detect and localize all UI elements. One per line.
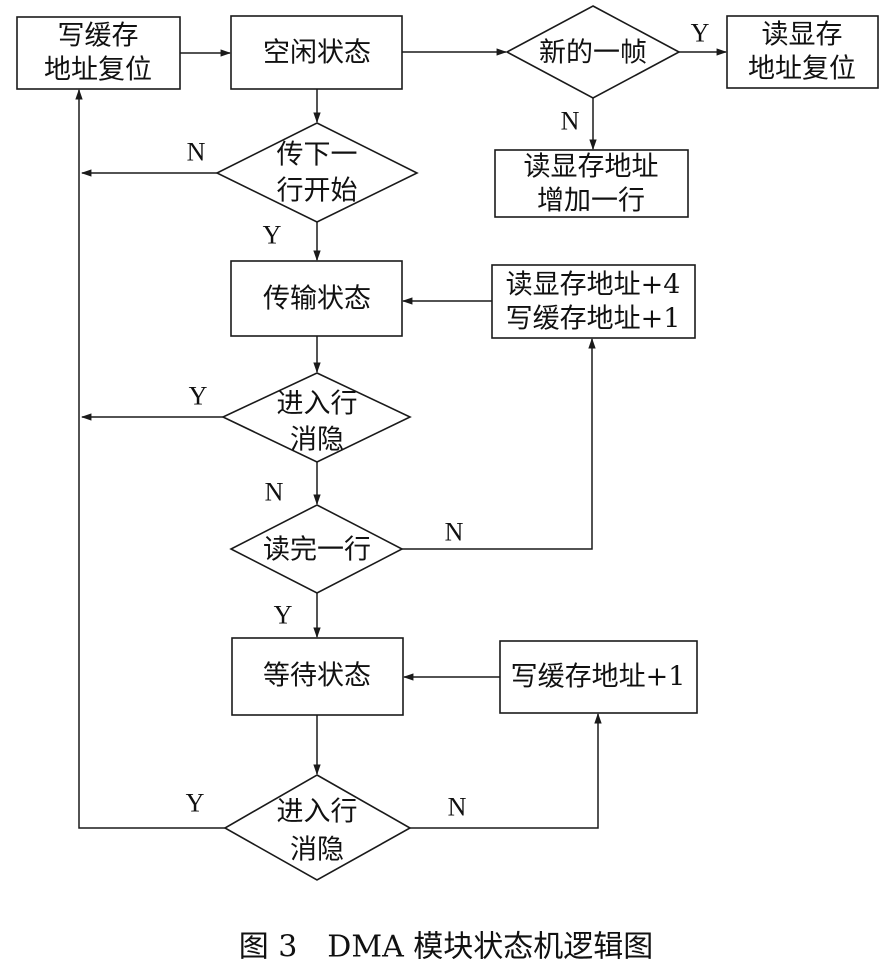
node-label: 消隐 (290, 835, 344, 866)
node-label: 写缓存地址+1 (506, 304, 681, 335)
node-label: 进入行 (277, 389, 358, 420)
node-write-buffer-increment: 写缓存地址+1 (499, 640, 698, 714)
node-label: 读显存 (762, 20, 843, 51)
node-next-line-start-decision: 传下一 行开始 (215, 122, 419, 223)
figure-caption: 图 3 DMA 模块状态机逻辑图 (239, 930, 654, 965)
node-idle-state: 空闲状态 (230, 15, 403, 90)
edge-label-no: N (265, 478, 284, 507)
edge-label-no: N (448, 793, 467, 822)
edge-label-yes: Y (274, 601, 293, 630)
node-label: 增加一行 (537, 186, 645, 217)
edge-label-yes: Y (189, 382, 208, 411)
node-hblank-decision-2: 进入行 消隐 (223, 774, 412, 881)
node-label: 地址复位 (44, 55, 152, 86)
edge-hblank2-yes-to-writereset (75, 88, 225, 829)
node-label: 传输状态 (263, 284, 371, 315)
node-label: 写缓存 (58, 21, 139, 52)
node-label: 消隐 (290, 425, 344, 456)
node-label: 地址复位 (748, 54, 856, 85)
node-address-increment: 读显存地址+4 写缓存地址+1 (491, 264, 696, 339)
edge-label-yes: Y (691, 19, 710, 48)
edge-hblank2-no-to-writebufinc (410, 712, 602, 829)
node-new-frame-decision: 新的一帧 (505, 5, 681, 99)
node-read-vram-next-line: 读显存地址 增加一行 (494, 149, 689, 218)
edge-label-yes: Y (263, 221, 282, 250)
node-label: 读显存地址 (524, 152, 659, 183)
node-label: 读完一行 (263, 535, 371, 566)
node-label: 进入行 (277, 797, 358, 828)
edge-labels: Y N N Y Y N N Y Y N (186, 19, 710, 822)
node-label: 空闲状态 (263, 38, 371, 69)
edge-label-no: N (561, 107, 580, 136)
node-label: 传下一 (277, 140, 358, 171)
node-label: 写缓存地址+1 (511, 662, 686, 693)
node-label: 等待状态 (263, 661, 371, 692)
node-read-vram-reset: 读显存 地址复位 (726, 15, 879, 89)
node-transfer-state: 传输状态 (230, 260, 403, 337)
edges (75, 48, 728, 829)
node-label: 行开始 (277, 176, 358, 207)
node-hblank-decision-1: 进入行 消隐 (221, 372, 412, 463)
node-wait-state: 等待状态 (231, 637, 404, 716)
node-write-buffer-reset: 写缓存 地址复位 (16, 16, 181, 90)
node-line-done-decision: 读完一行 (229, 504, 404, 594)
edge-label-no: N (445, 518, 464, 547)
edge-linedone-no-to-addrinc (402, 337, 596, 550)
edge-label-no: N (187, 138, 206, 167)
node-label: 读显存地址+4 (506, 270, 681, 301)
edge-label-yes: Y (186, 789, 205, 818)
node-label: 新的一帧 (539, 38, 647, 69)
